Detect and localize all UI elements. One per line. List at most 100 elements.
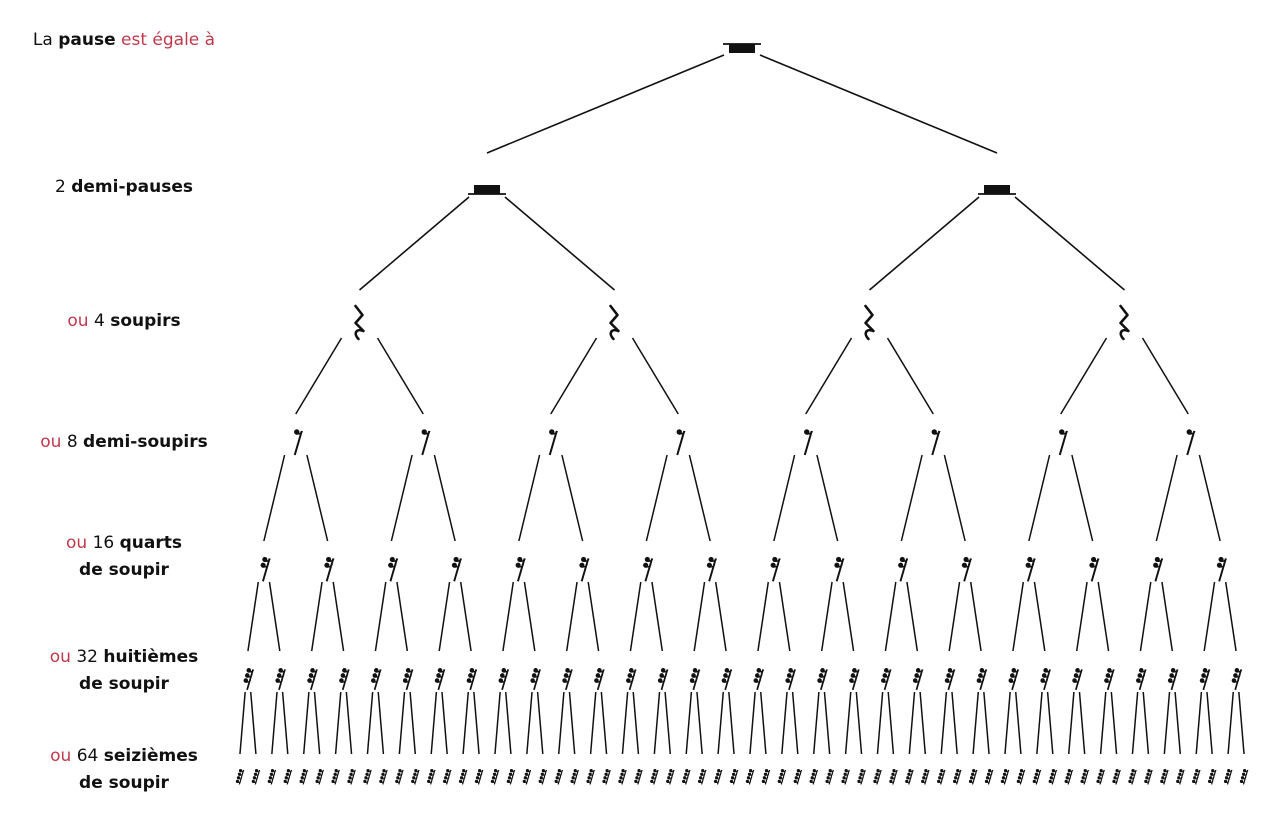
- seizieme-de-soupir-icon: [283, 768, 293, 785]
- tree-branch-line: [773, 454, 796, 542]
- tree-branch-line: [502, 581, 515, 652]
- huitieme-de-soupir-icon: [753, 668, 765, 691]
- level-label-pause: La pause est égale à: [32, 30, 216, 50]
- tree-branch-line: [249, 691, 257, 755]
- quart-de-soupir-icon: [1089, 556, 1100, 582]
- tree-branch-line: [587, 581, 600, 652]
- tree-branch-line: [247, 581, 260, 652]
- seizieme-de-soupir-icon: [1160, 768, 1169, 785]
- quart-de-soupir-icon: [898, 556, 909, 582]
- demi-soupir-icon: [293, 429, 303, 456]
- seizieme-de-soupir-icon: [952, 768, 962, 785]
- tree-branch-line: [366, 691, 374, 755]
- seizieme-de-soupir-icon: [825, 768, 834, 785]
- tree-branch-line: [486, 54, 725, 154]
- seizieme-de-soupir-icon: [761, 768, 771, 785]
- huitieme-de-soupir-icon: [339, 668, 350, 691]
- seizieme-de-soupir-icon: [411, 768, 420, 785]
- huitieme-de-soupir-icon: [1008, 668, 1020, 691]
- tree-branch-line: [951, 691, 958, 755]
- huitieme-de-soupir-icon: [1072, 668, 1083, 691]
- demi-soupir-icon: [1058, 429, 1068, 456]
- seizieme-de-soupir-icon: [379, 768, 388, 785]
- tree-branch-line: [239, 691, 246, 755]
- tree-branch-line: [332, 581, 345, 652]
- tree-branch-line: [271, 691, 278, 755]
- seizieme-de-soupir-icon: [682, 768, 691, 785]
- tree-branch-line: [1195, 691, 1203, 755]
- tree-branch-line: [632, 691, 640, 755]
- seizieme-de-soupir-icon: [299, 768, 309, 785]
- demi-pause-icon: [468, 185, 506, 195]
- tree-branch-line: [1203, 581, 1216, 652]
- seizieme-de-soupir-icon: [474, 768, 484, 785]
- tree-branch-line: [1163, 691, 1171, 755]
- seizieme-de-soupir-icon: [1000, 768, 1010, 785]
- tree-branch-line: [568, 691, 576, 755]
- tree-branch-line: [855, 691, 863, 755]
- soupir-icon: [864, 304, 875, 341]
- huitieme-de-soupir-icon: [976, 668, 988, 691]
- tree-branch-line: [1071, 454, 1094, 542]
- quart-de-soupir-icon: [643, 556, 654, 582]
- tree-branch-line: [1012, 581, 1025, 652]
- huitieme-de-soupir-icon: [434, 668, 446, 691]
- huitieme-de-soupir-icon: [912, 668, 924, 691]
- tree-branch-line: [441, 691, 448, 755]
- tree-branch-line: [433, 454, 456, 542]
- tree-branch-line: [653, 691, 661, 755]
- tree-branch-line: [550, 337, 598, 415]
- seizieme-de-soupir-icon: [1048, 768, 1058, 785]
- tree-branch-line: [302, 691, 310, 755]
- tree-branch-line: [972, 691, 980, 755]
- seizieme-de-soupir-icon: [873, 768, 882, 785]
- seizieme-de-soupir-icon: [777, 768, 787, 785]
- tree-branch-line: [906, 581, 919, 652]
- huitieme-de-soupir-icon: [1199, 668, 1211, 691]
- tree-branch-line: [1224, 581, 1237, 652]
- tree-branch-line: [263, 454, 286, 542]
- quart-de-soupir-icon: [324, 556, 335, 582]
- demi-soupir-icon: [548, 429, 558, 456]
- huitieme-de-soupir-icon: [881, 668, 892, 691]
- tree-branch-line: [1161, 581, 1174, 652]
- tree-branch-line: [358, 196, 470, 291]
- tree-branch-line: [536, 691, 544, 755]
- tree-branch-line: [526, 691, 533, 755]
- tree-branch-line: [940, 691, 948, 755]
- tree-branch-line: [664, 691, 672, 755]
- tree-branch-line: [717, 691, 725, 755]
- seizieme-de-soupir-icon: [889, 768, 898, 785]
- quart-de-soupir-icon: [260, 556, 271, 582]
- quart-de-soupir-icon: [1153, 556, 1164, 582]
- tree-branch-line: [295, 337, 343, 415]
- tree-branch-line: [376, 337, 424, 415]
- tree-branch-line: [1060, 337, 1108, 415]
- tree-branch-line: [1238, 691, 1245, 755]
- tree-branch-line: [791, 691, 799, 755]
- seizieme-de-soupir-icon: [506, 768, 516, 785]
- seizieme-de-soupir-icon: [1112, 768, 1121, 785]
- quart-de-soupir-icon: [1025, 556, 1036, 582]
- tree-branch-line: [948, 581, 961, 652]
- tree-branch-line: [759, 54, 998, 154]
- tree-branch-line: [900, 454, 923, 542]
- tree-branch-line: [1131, 691, 1139, 755]
- tree-branch-line: [1078, 691, 1086, 755]
- tree-branch-line: [1036, 691, 1043, 755]
- huitieme-de-soupir-icon: [1231, 668, 1243, 691]
- tree-branch-line: [629, 581, 642, 652]
- tree-branch-line: [886, 337, 934, 415]
- pause-icon: [723, 43, 761, 53]
- huitieme-de-soupir-icon: [466, 668, 478, 691]
- huitieme-de-soupir-icon: [371, 668, 382, 691]
- demi-soupir-icon: [676, 429, 686, 456]
- tree-branch-line: [561, 454, 584, 542]
- seizieme-de-soupir-icon: [1192, 768, 1201, 785]
- tree-branch-line: [374, 581, 387, 652]
- seizieme-de-soupir-icon: [809, 768, 819, 785]
- soupir-icon: [354, 304, 365, 341]
- seizieme-de-soupir-icon: [634, 768, 643, 785]
- tree-branch-line: [1097, 581, 1110, 652]
- seizieme-de-soupir-icon: [347, 768, 356, 785]
